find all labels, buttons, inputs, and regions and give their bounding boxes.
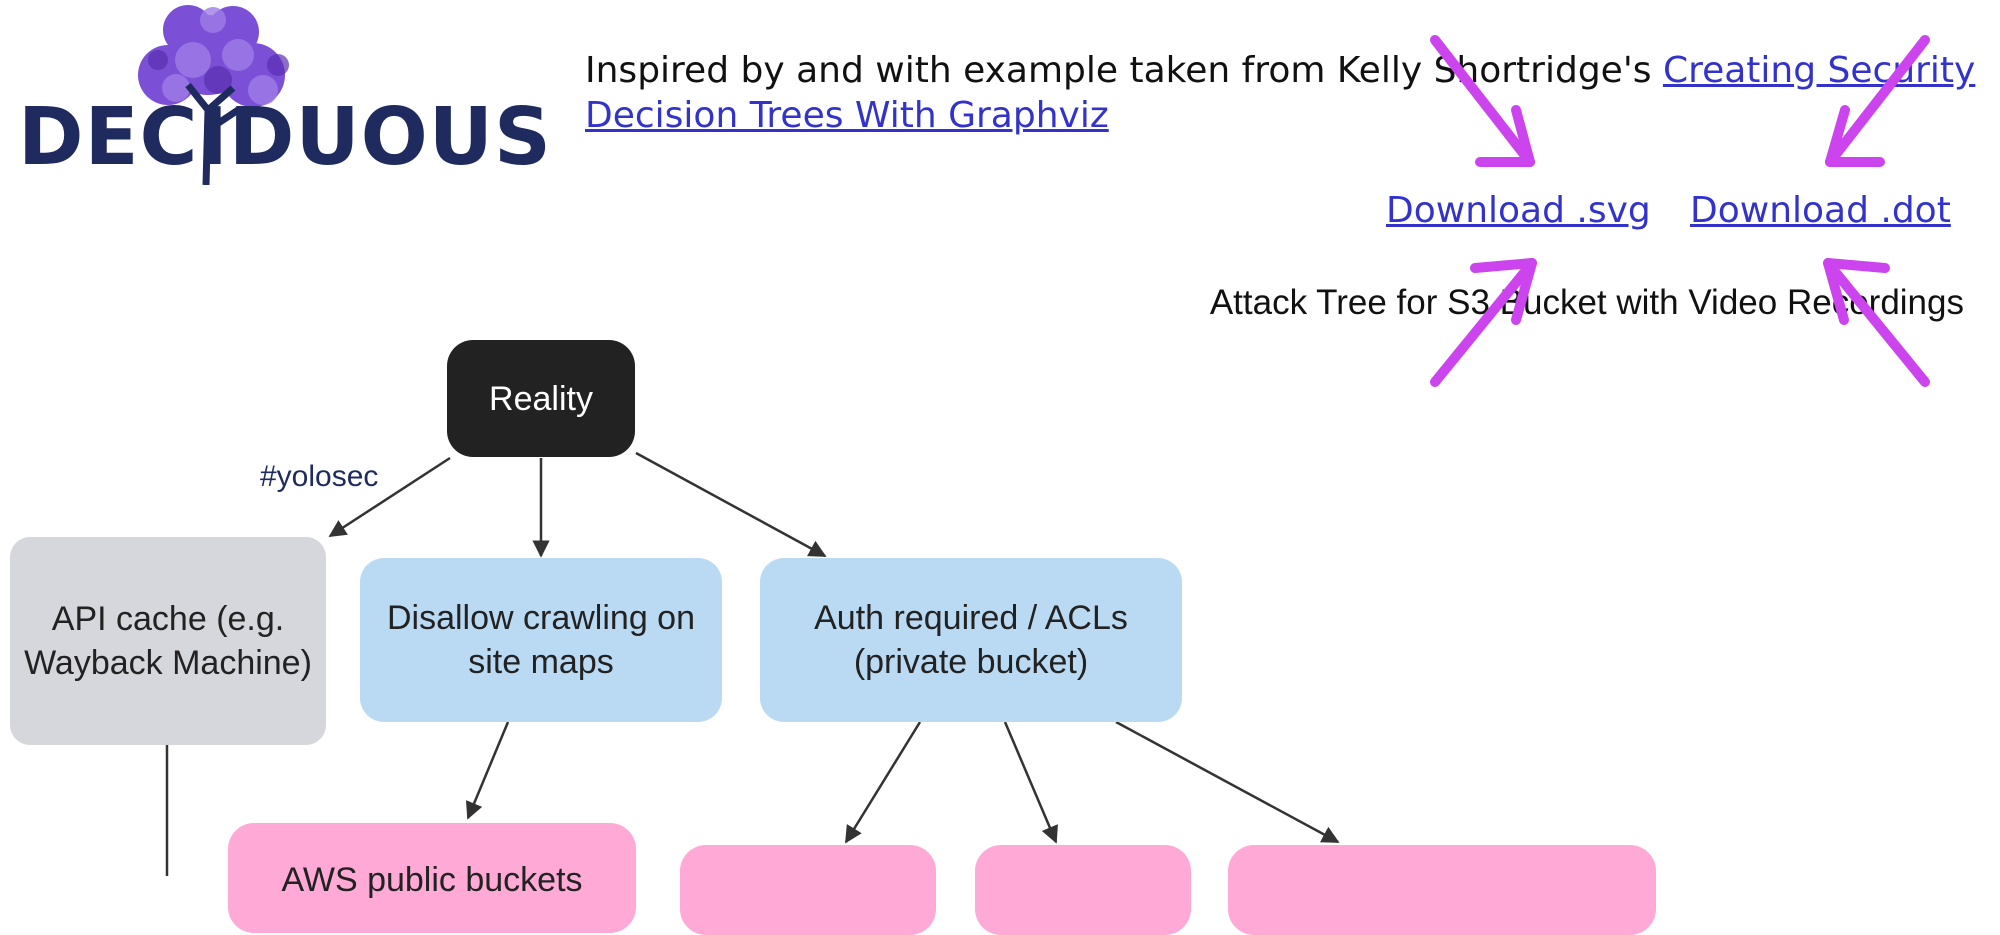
edge-reality-api-cache — [328, 456, 451, 538]
logo-text: DECIDUOUS — [18, 91, 552, 183]
tree-edges — [165, 451, 1340, 876]
arrow-pointing-dot-link-bottom-icon — [1823, 258, 1930, 387]
yolosec-edge-label: #yolosec — [260, 460, 379, 493]
download-dot-link[interactable]: Download .dot — [1690, 190, 1951, 231]
edge-disallow-aws — [465, 721, 510, 820]
reality-node[interactable]: Reality — [447, 340, 635, 457]
deciduous-logo[interactable]: DECIDUOUS — [18, 0, 551, 185]
edge-auth-attack3 — [1115, 720, 1340, 844]
auth-required-node[interactable]: Auth required / ACLs (private bucket) — [760, 558, 1182, 722]
disallow-crawling-node[interactable]: Disallow crawling on site maps — [360, 558, 722, 722]
download-svg-link[interactable]: Download .svg — [1386, 190, 1651, 231]
arrow-pointing-svg-link-top-icon — [1430, 35, 1535, 167]
edge-auth-attack1 — [844, 721, 922, 844]
api-cache-node[interactable]: API cache (e.g. Wayback Machine) — [10, 537, 326, 745]
arrow-pointing-dot-link-top-icon — [1825, 35, 1930, 167]
graphviz-article-link[interactable]: Creating Security Decision Trees With Gr… — [585, 50, 1976, 136]
arrow-pointing-svg-link-bottom-icon — [1430, 258, 1537, 387]
edge-auth-attack2 — [1003, 721, 1058, 844]
annotation-arrows — [1430, 35, 1930, 387]
tree-logo-icon — [138, 5, 289, 185]
edge-reality-auth — [635, 451, 827, 558]
